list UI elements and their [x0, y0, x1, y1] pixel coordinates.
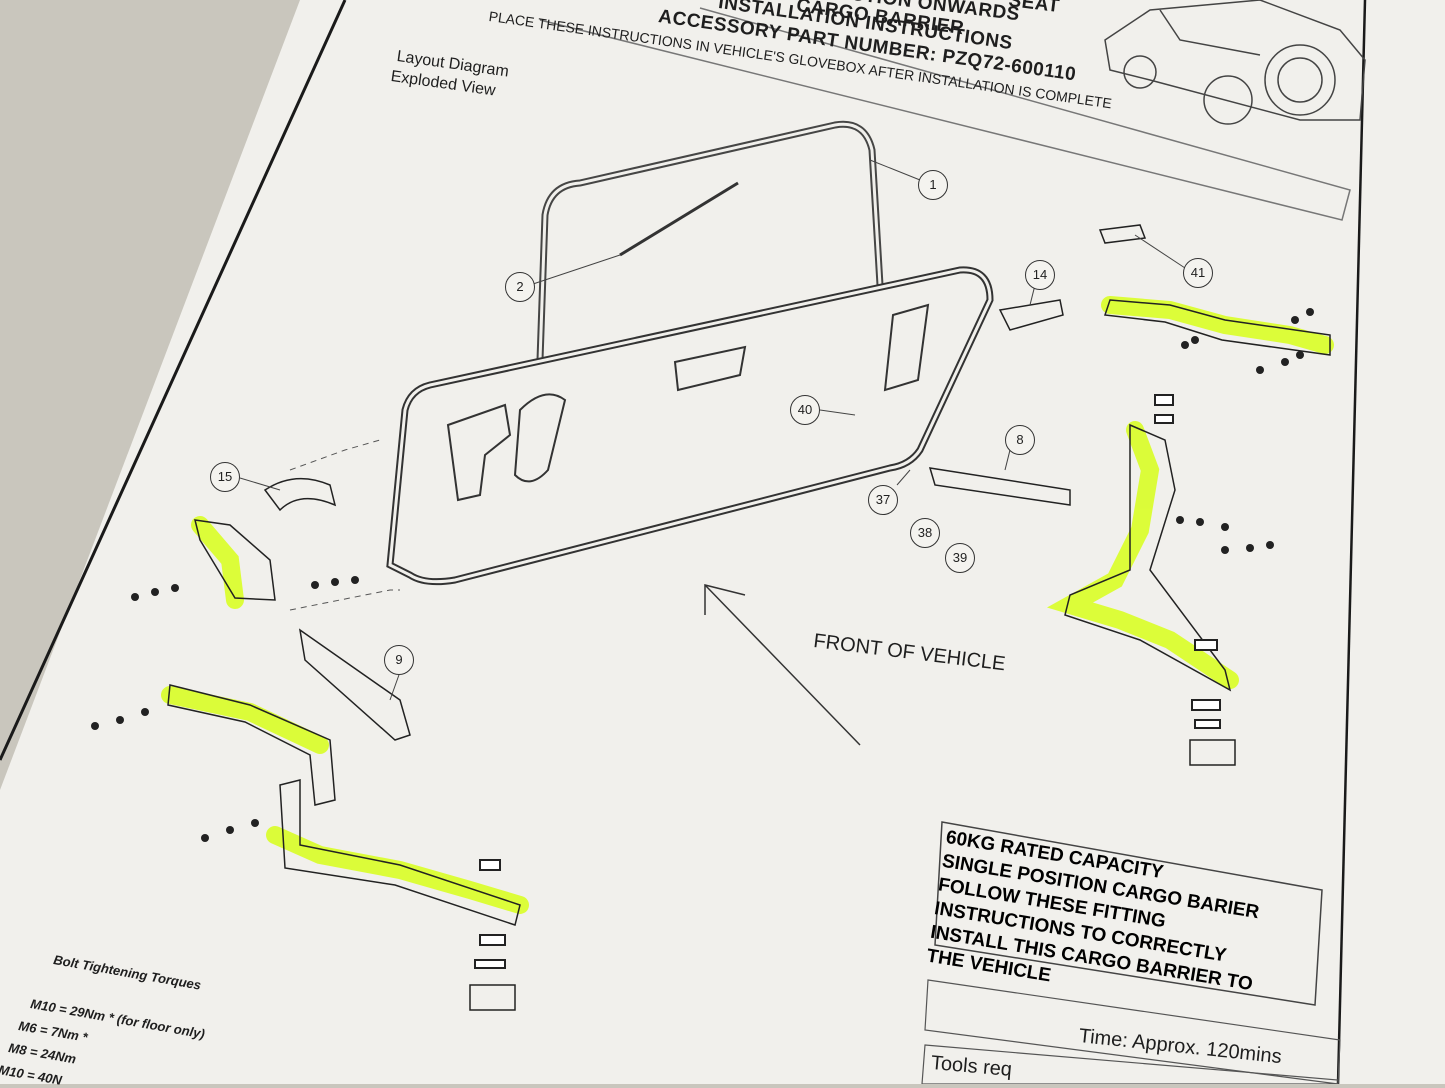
- callout-9: 9: [384, 645, 414, 675]
- callout-1: 1: [918, 170, 948, 200]
- callout-8: 8: [1005, 425, 1035, 455]
- callout-2: 2: [505, 272, 535, 302]
- callout-39: 39: [945, 543, 975, 573]
- callout-14: 14: [1025, 260, 1055, 290]
- callout-38: 38: [910, 518, 940, 548]
- vehicle-sketch-icon: [1104, 0, 1366, 125]
- callout-15: 15: [210, 462, 240, 492]
- callout-41: 41: [1183, 258, 1213, 288]
- callout-40: 40: [790, 395, 820, 425]
- callout-37: 37: [868, 485, 898, 515]
